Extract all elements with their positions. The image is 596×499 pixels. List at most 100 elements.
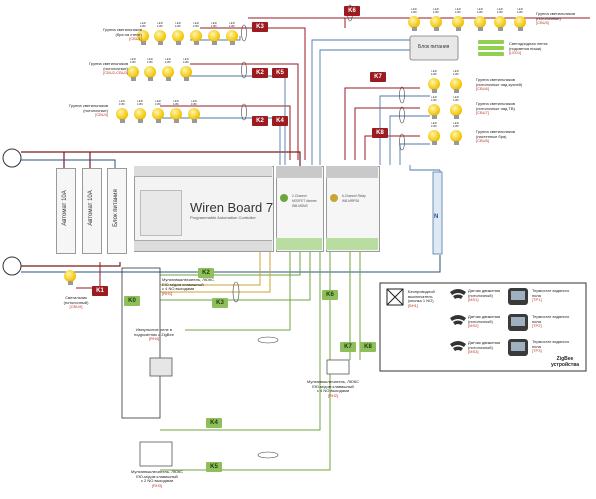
lamp-bulb-icon xyxy=(190,30,202,42)
led-driver-label: Блок питания xyxy=(418,44,450,50)
lamp-base xyxy=(191,119,197,123)
lamp-base xyxy=(453,141,459,145)
zigbee-relay-device xyxy=(149,357,173,377)
lamp-group-7-caption: Группа светильников(настенные бра)[CBU8] xyxy=(476,129,516,144)
lamp-led-label: LED 11Вт xyxy=(476,7,484,15)
lamp-led-label: LED 11Вт xyxy=(228,21,236,29)
lamp-bulb-icon xyxy=(428,104,440,116)
cable-k2-tag-bottom: K2 xyxy=(198,268,214,278)
thermostat-3-caption: Термостат водяного пола[TP3] xyxy=(532,339,570,354)
lamp-led-label: LED 11Вт xyxy=(136,99,144,107)
lamp-bulb-icon xyxy=(134,108,146,120)
lamp-group-2-caption: Группа светильников(потолочные)[CBU2-CBU… xyxy=(88,61,128,76)
motion-sensor-3-caption: Датчик движения (потолочный)[MS3] xyxy=(468,340,501,355)
lamp-base xyxy=(211,41,217,45)
lamp-base xyxy=(411,27,417,31)
lamp-base xyxy=(183,77,189,81)
zigbee-legend-title: ZigBee устройства xyxy=(550,356,580,368)
lamp-bulb-icon xyxy=(428,130,440,142)
lamp-led-label: LED 11Вт xyxy=(192,21,200,29)
lamp-base xyxy=(431,115,437,119)
lamp-led-label: LED 11Вт xyxy=(430,69,438,77)
neutral-bus xyxy=(432,171,443,255)
lamp-bulb-icon xyxy=(450,104,462,116)
lamp-led-label: LED 11Вт xyxy=(190,99,198,107)
zigbee-switch-caption: Беспроводной выключатель (кнопка 1 NO)[B… xyxy=(408,289,435,308)
cable-k2-tag-mid: K2 xyxy=(252,116,268,126)
lamp-group-3-caption: Группа светильников(потолочные)[CBU4] xyxy=(68,103,108,118)
lamp-base xyxy=(157,41,163,45)
relay-line2: WB-MRPS6 xyxy=(342,199,360,203)
power-supply-unit xyxy=(107,168,127,254)
cable-k6-tag: K6 xyxy=(344,6,360,16)
lamp-base xyxy=(477,27,483,31)
cable-k8-tag-bottom: K8 xyxy=(360,342,376,352)
lamp-led-label: LED 11Вт xyxy=(210,21,218,29)
lamp-led-label: LED 11Вт xyxy=(430,95,438,103)
thermostat-1-caption: Термостат водяного пола[TP1] xyxy=(532,288,570,303)
zigbee-legend-frame xyxy=(379,282,587,372)
lamp-group-5-caption: Группа светильников(потолочные над кухне… xyxy=(476,77,523,92)
breaker-2 xyxy=(82,168,102,254)
lamp-led-label: LED 11Вт xyxy=(172,99,180,107)
lamp-bulb-icon xyxy=(64,270,76,282)
psu-label: Блок питания xyxy=(113,189,119,227)
lamp-led-label: LED 11Вт xyxy=(496,7,504,15)
cable-k1-tag: K1 xyxy=(92,286,108,296)
lamp-led-label: LED 11Вт xyxy=(174,21,182,29)
cable-k7-tag-bottom: K7 xyxy=(340,342,356,352)
breaker-1 xyxy=(56,168,76,254)
cable-k5-tag-top: K5 xyxy=(272,68,288,78)
lamp-bulb-icon xyxy=(162,66,174,78)
lamp-led-label: LED 11Вт xyxy=(454,7,462,15)
lamp-bulb-icon xyxy=(474,16,486,28)
dimmer-line1: 2-Channel xyxy=(292,194,307,198)
lamp-led-label: LED 11Вт xyxy=(156,21,164,29)
breaker-1-label: Автомат 10A xyxy=(62,190,68,226)
lamp-base xyxy=(455,27,461,31)
breaker-2-label: Автомат 10A xyxy=(88,190,94,226)
phase-input-bottom xyxy=(2,256,22,276)
lamp-base xyxy=(431,89,437,93)
lamp-led-label: LED 11Вт xyxy=(164,57,172,65)
lamp-led-label: LED 11Вт xyxy=(146,57,154,65)
lamp-led-label: LED 11Вт xyxy=(154,99,162,107)
relay-line1: 6-Channel Relay xyxy=(342,194,366,198)
lamp-bulb-icon xyxy=(226,30,238,42)
led-strip-caption: Светодиодная лента(подсветка ниши)[LED1] xyxy=(509,41,548,56)
lamp-bulb-icon xyxy=(430,16,442,28)
lamp-led-label: LED 11Вт xyxy=(139,21,147,29)
switch-panel-outline xyxy=(121,267,161,419)
lamp-bulb-icon xyxy=(514,16,526,28)
lamp-led-label: LED 11Вт xyxy=(452,121,460,129)
cable-k0-tag: K0 xyxy=(124,296,140,306)
lamp-base xyxy=(165,77,171,81)
dimmer-line2: MOSFET dimmer xyxy=(292,199,317,203)
dimmer-line3: WB-MDM3 xyxy=(292,204,308,208)
lamp-led-label: LED 11Вт xyxy=(182,57,190,65)
lamp-bulb-icon xyxy=(144,66,156,78)
motion-sensor-2-caption: Датчик движения (потолочный)[MS2] xyxy=(468,314,501,329)
lamp-group-1-caption: Группа светильников(бра на стене)[CBU1] xyxy=(102,27,142,42)
thermostat-2-caption: Термостат водяного пола[TP2] xyxy=(532,314,570,329)
lamp-bulb-icon xyxy=(154,30,166,42)
lamp-base xyxy=(517,27,523,31)
lamp-base xyxy=(433,27,439,31)
lamp-bulb-icon xyxy=(450,78,462,90)
lamp-base xyxy=(453,89,459,93)
lamp-led-label: LED 11Вт xyxy=(516,7,524,15)
lamp-bulb-icon xyxy=(494,16,506,28)
lamp-led-label: LED 11Вт xyxy=(118,99,126,107)
switch-2-device xyxy=(326,359,350,375)
lamp-base xyxy=(497,27,503,31)
cable-k4-tag-top: K4 xyxy=(272,116,288,126)
lamp-base xyxy=(453,115,459,119)
lamp-led-label: LED 11Вт xyxy=(452,95,460,103)
lamp-base xyxy=(130,77,136,81)
lamp-bulb-icon xyxy=(137,30,149,42)
lamp-bulb-icon xyxy=(208,30,220,42)
lamp-led-label: LED 11Вт xyxy=(129,57,137,65)
dimmer-module xyxy=(276,166,324,252)
